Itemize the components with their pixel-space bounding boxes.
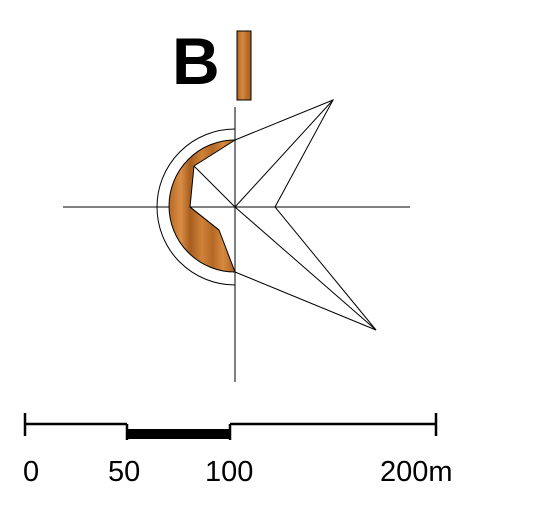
wood-crescent xyxy=(168,139,237,273)
wood-marker-bar xyxy=(236,30,252,101)
inner-line-2 xyxy=(189,206,220,231)
scale-label-100: 100 xyxy=(205,456,253,488)
inner-line-1 xyxy=(193,165,236,208)
star-ray-1 xyxy=(234,99,334,208)
star-ray-2 xyxy=(234,206,377,331)
scale-bar-filled-segment xyxy=(127,429,230,439)
star-shape xyxy=(234,99,377,331)
outer-arc xyxy=(156,128,236,286)
scale-label-0: 0 xyxy=(23,456,39,488)
scale-label-200: 200m xyxy=(380,456,453,488)
scale-label-50: 50 xyxy=(108,456,140,488)
scale-bar: 0 50 100 200m xyxy=(23,413,453,488)
plan-label: B xyxy=(172,24,220,98)
